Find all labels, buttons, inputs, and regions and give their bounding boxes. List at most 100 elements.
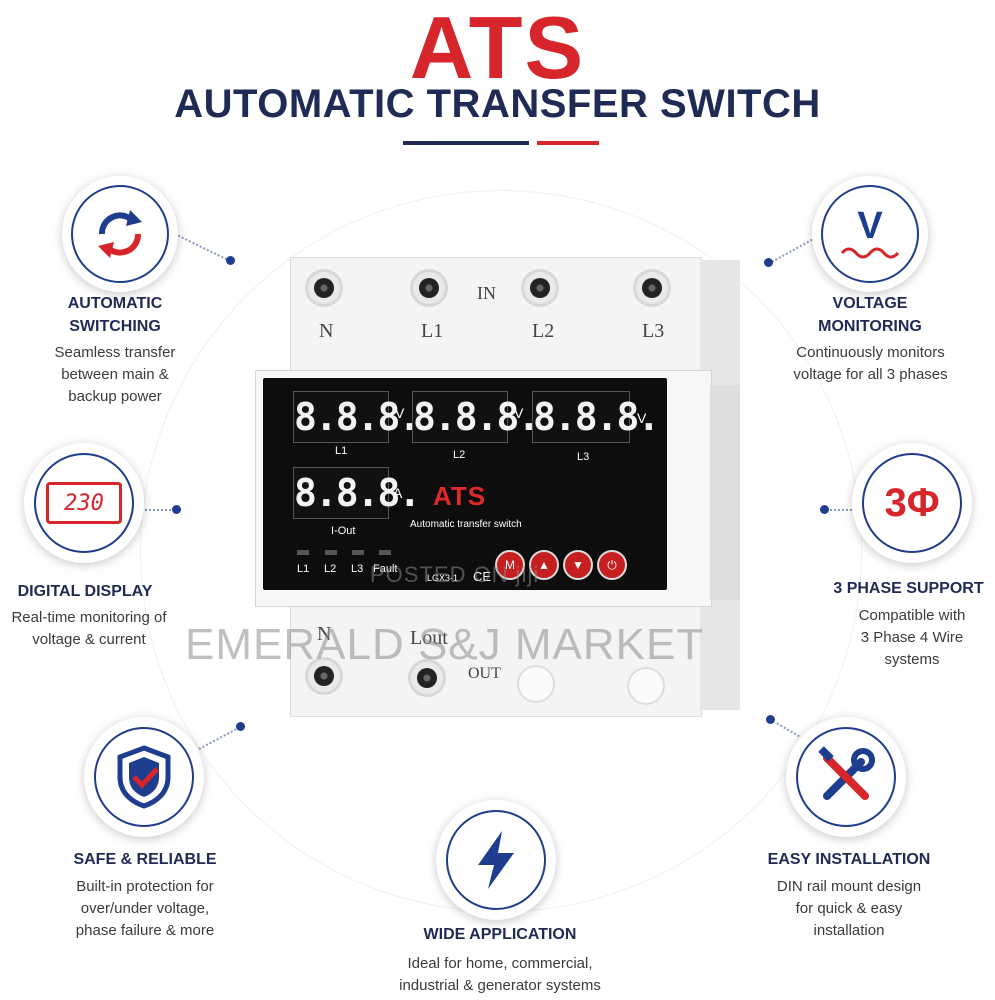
feature-easy-installation-ring — [786, 717, 906, 837]
connector-dot — [226, 256, 235, 265]
feature-wide-application-ring — [436, 800, 556, 920]
feature-safe-reliable-ring — [84, 717, 204, 837]
connector-dot — [172, 505, 181, 514]
feature-title: WIDE APPLICATION — [423, 926, 577, 943]
feature-desc-line: phase failure & more — [75, 922, 215, 939]
voltage-display-l1: 8.8.8. — [293, 391, 421, 443]
feature-title: SAFE & RELIABLE — [73, 851, 217, 868]
voltage-display-l3: 8.8.8. — [532, 391, 660, 443]
feature-title-line: AUTOMATIC — [67, 295, 163, 312]
feature-description: Compatible with 3 Phase 4 Wire systems — [822, 605, 995, 671]
terminal-screw — [521, 269, 559, 307]
display-unit: V — [395, 405, 405, 421]
status-led — [379, 550, 391, 555]
feature-title-line: MONITORING — [818, 318, 922, 335]
feature-description: Continuously monitors voltage for all 3 … — [768, 342, 973, 386]
feature-desc-line: Compatible with — [858, 607, 966, 624]
status-led — [352, 550, 364, 555]
led-label: L3 — [351, 563, 364, 575]
feature-desc-line: backup power — [68, 388, 162, 405]
voltage-wave-icon — [840, 247, 900, 259]
ce-mark: CE — [473, 569, 492, 584]
feature-title: VOLTAGE MONITORING — [775, 292, 965, 338]
terminal-label: N — [319, 320, 334, 342]
feature-automatic-switching-ring — [62, 176, 178, 292]
feature-title: 3 PHASE SUPPORT — [833, 580, 984, 597]
feature-icon-holder — [446, 810, 546, 910]
feature-icon-holder: 230 — [34, 453, 134, 553]
connector-dot — [820, 505, 829, 514]
watermark-seller: EMERALD S&J MARKET — [185, 620, 705, 669]
feature-title: AUTOMATIC SWITCHING — [20, 292, 210, 338]
terminal-label: L2 — [532, 320, 555, 342]
lightning-bolt-icon — [478, 831, 514, 889]
feature-desc-line: between main & — [61, 366, 169, 383]
feature-desc-line: over/under voltage, — [80, 900, 210, 917]
display-label: L2 — [453, 449, 466, 461]
header-subtitle: AUTOMATIC TRANSFER SWITCH — [174, 82, 821, 126]
terminal-cover — [517, 665, 555, 703]
terminal-screw — [305, 657, 343, 695]
shield-check-icon — [117, 745, 171, 809]
three-phase-icon: 3Φ — [884, 480, 940, 525]
header-title: ATS — [409, 0, 586, 97]
feature-desc-line: installation — [813, 922, 885, 939]
power-button[interactable]: ⏻ — [597, 550, 627, 580]
connector-line — [137, 509, 175, 511]
feature-title: DIGITAL DISPLAY — [17, 583, 153, 600]
feature-title-line: VOLTAGE — [832, 295, 908, 312]
feature-description: Ideal for home, commercial, industrial &… — [350, 953, 650, 997]
display-readout: 230 — [64, 490, 104, 516]
feature-title-line: SWITCHING — [69, 318, 161, 335]
connector-line — [830, 509, 860, 511]
current-display: 8.8.8. — [293, 467, 421, 519]
out-label: OUT — [468, 665, 501, 682]
connector-dot — [236, 722, 245, 731]
feature-desc-line: voltage & current — [32, 631, 146, 648]
voltage-letter: V — [857, 205, 883, 247]
feature-desc-line: Real-time monitoring of — [11, 609, 167, 626]
feature-description: Seamless transfer between main & backup … — [20, 342, 210, 408]
led-label: L1 — [297, 563, 310, 575]
connector-dot — [766, 715, 775, 724]
terminal-screw — [408, 659, 446, 697]
digital-display-icon: 230 — [46, 482, 122, 524]
watermark-posted: POSTED ON jiji — [370, 562, 540, 587]
tools-icon — [818, 746, 875, 800]
feature-icon-holder: V — [821, 185, 919, 283]
connector-dot — [764, 258, 773, 267]
terminal-label: L3 — [642, 320, 665, 342]
terminal-label: N — [317, 623, 332, 645]
display-unit: V — [514, 405, 524, 421]
status-led — [325, 550, 337, 555]
feature-desc-line: Ideal for home, commercial, — [407, 955, 593, 972]
device-brand: ATS — [433, 481, 487, 511]
up-button[interactable]: ▲ — [529, 550, 559, 580]
feature-icon-holder — [94, 727, 194, 827]
feature-icon-holder — [71, 185, 169, 283]
terminal-screw — [410, 269, 448, 307]
model-number: LGX3-1 — [427, 573, 459, 583]
feature-description: Built-in protection for over/under volta… — [45, 876, 245, 942]
feature-desc-line: Seamless transfer — [54, 344, 176, 361]
switching-arrows-icon — [98, 210, 142, 258]
device-top-housing — [290, 257, 702, 377]
device-top-side — [700, 260, 740, 390]
feature-desc-line: Built-in protection for — [76, 878, 214, 895]
feature-icon-holder: 3Φ — [862, 453, 962, 553]
down-button[interactable]: ▼ — [563, 550, 593, 580]
feature-desc-line: industrial & generator systems — [399, 977, 601, 994]
feature-desc-line: systems — [884, 651, 940, 668]
title-underline-red — [537, 141, 599, 145]
feature-description: DIN rail mount design for quick & easy i… — [745, 876, 953, 942]
feature-description: Real-time monitoring of voltage & curren… — [0, 607, 178, 651]
feature-desc-line: voltage for all 3 phases — [793, 366, 948, 383]
mode-button[interactable]: M — [495, 550, 525, 580]
in-label: IN — [477, 283, 496, 303]
device-panel-side — [710, 385, 740, 600]
feature-desc-line: 3 Phase 4 Wire — [860, 629, 964, 646]
led-label: L2 — [324, 563, 337, 575]
display-unit: A — [393, 485, 403, 501]
feature-title: EASY INSTALLATION — [767, 851, 931, 868]
display-label: L3 — [577, 451, 590, 463]
